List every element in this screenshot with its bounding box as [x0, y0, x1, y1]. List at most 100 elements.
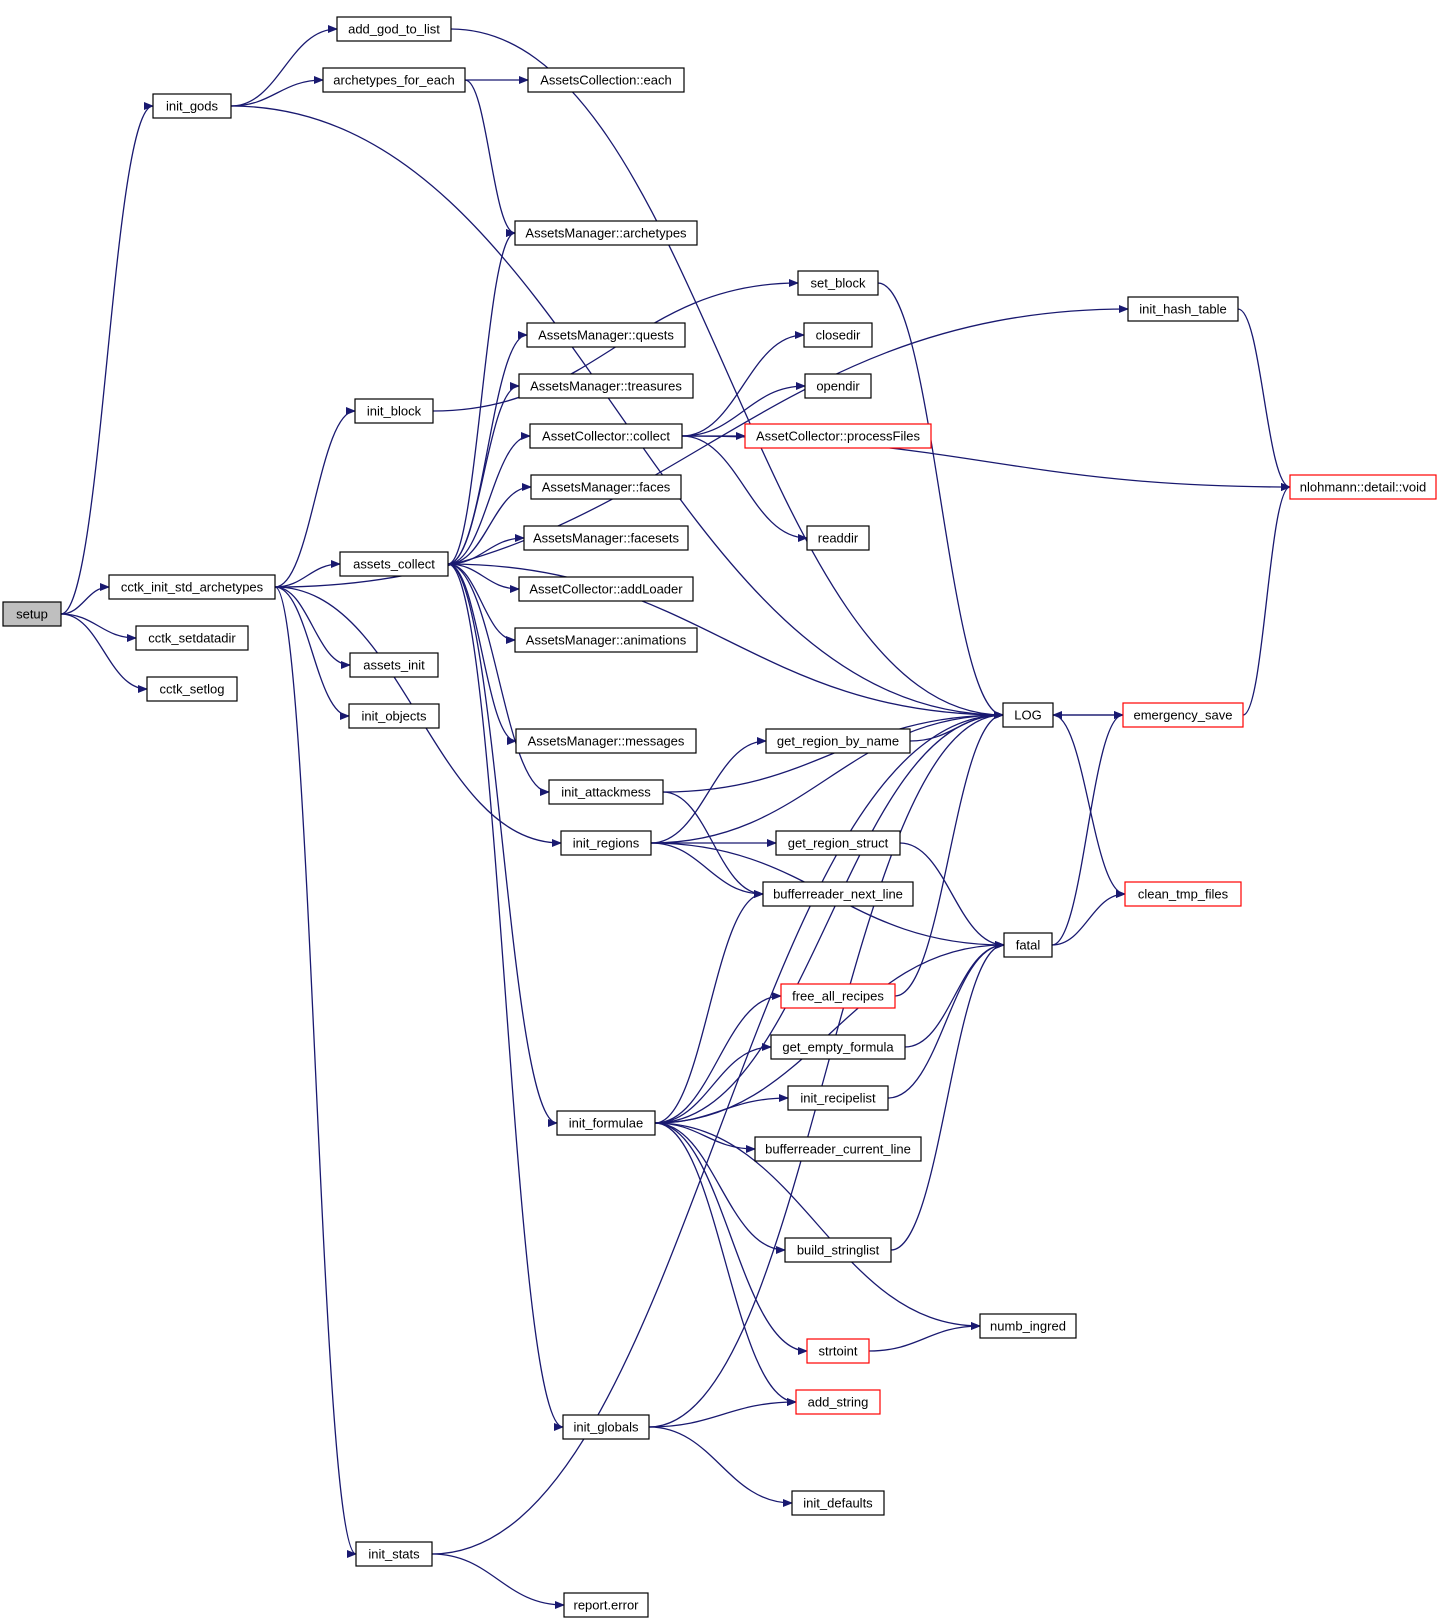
node-box: [787, 1085, 889, 1111]
node-readdir[interactable]: readdir: [806, 525, 870, 551]
node-assets-init[interactable]: assets_init: [349, 652, 439, 678]
node-init-attackmess[interactable]: init_attackmess: [548, 779, 664, 805]
node-label: get_region_by_name: [777, 734, 899, 749]
edge-setup-to-init_gods: [60, 102, 154, 615]
node-emergency-save[interactable]: emergency_save: [1122, 702, 1244, 728]
node-assetsmanager-archetypes[interactable]: AssetsManager::archetypes: [514, 220, 698, 246]
node-box: [770, 1034, 906, 1060]
node-box: [806, 525, 870, 551]
node-assetcollector-addloader[interactable]: AssetCollector::addLoader: [518, 576, 694, 602]
node-get-region-struct[interactable]: get_region_struct: [775, 830, 901, 856]
edge-AssetCollector_collect-to-opendir: [681, 382, 806, 437]
node-label: assets_collect: [353, 557, 435, 572]
node-box: [336, 16, 452, 42]
node-box: [556, 1110, 656, 1136]
node-label: AssetsManager::faces: [542, 480, 671, 495]
node-box: [563, 1592, 649, 1618]
node-cctk-init-std-archetypes[interactable]: cctk_init_std_archetypes: [108, 574, 276, 600]
node-box: [514, 627, 698, 653]
edge-init_regions-to-LOG: [650, 711, 1004, 844]
node-box: [1124, 881, 1242, 907]
node-init-block[interactable]: init_block: [354, 398, 434, 424]
node-label: numb_ingred: [990, 1319, 1066, 1334]
node-box: [806, 1338, 870, 1364]
node-build-stringlist[interactable]: build_stringlist: [784, 1237, 892, 1263]
node-assets-collect[interactable]: assets_collect: [339, 551, 449, 577]
node-box: [523, 525, 689, 551]
node-init-stats[interactable]: init_stats: [355, 1541, 433, 1567]
node-nlohmann-detail-void[interactable]: nlohmann::detail::void: [1289, 474, 1437, 500]
node-label: AssetsManager::treasures: [530, 379, 682, 394]
node-box: [354, 398, 434, 424]
node-set-block[interactable]: set_block: [797, 270, 879, 296]
node-assetscollection-each[interactable]: AssetsCollection::each: [527, 67, 685, 93]
edge-assets_collect-to-AssetsManager_faces: [447, 483, 532, 565]
node-get-empty-formula[interactable]: get_empty_formula: [770, 1034, 906, 1060]
node-label: init_stats: [368, 1547, 420, 1562]
node-strtoint[interactable]: strtoint: [806, 1338, 870, 1364]
node-box: [515, 728, 697, 754]
node-assetsmanager-faces[interactable]: AssetsManager::faces: [530, 474, 682, 500]
nodes-layer: setup init_gods cctk_init_std_archetypescc…: [2, 16, 1437, 1618]
node-add-string[interactable]: add_string: [795, 1389, 881, 1415]
node-assetsmanager-facesets[interactable]: AssetsManager::facesets: [523, 525, 689, 551]
edge-init_formulae-to-LOG: [654, 711, 1004, 1124]
node-box: [762, 881, 914, 907]
edge-cctk_init_std_archetypes-to-assets_init: [274, 586, 351, 669]
node-init-defaults[interactable]: init_defaults: [791, 1490, 885, 1516]
node-add-god-to-list[interactable]: add_god_to_list: [336, 16, 452, 42]
edge-init_hash_table-to-nlohmann_detail_void: [1237, 308, 1291, 491]
node-label: nlohmann::detail::void: [1300, 480, 1426, 495]
node-box: [1289, 474, 1437, 500]
node-archetypes-for-each[interactable]: archetypes_for_each: [322, 67, 466, 93]
node-assetcollector-processfiles[interactable]: AssetCollector::processFiles: [744, 423, 932, 449]
node-init-recipelist[interactable]: init_recipelist: [787, 1085, 889, 1111]
node-init-objects[interactable]: init_objects: [348, 703, 440, 729]
node-label: strtoint: [818, 1344, 857, 1359]
node-label: get_empty_formula: [782, 1040, 894, 1055]
edge-init_stats-to-LOG: [431, 711, 1004, 1555]
node-assetsmanager-animations[interactable]: AssetsManager::animations: [514, 627, 698, 653]
edge-cctk_init_std_archetypes-to-init_stats: [274, 586, 357, 1558]
node-init-globals[interactable]: init_globals: [562, 1414, 650, 1440]
node-label: add_god_to_list: [348, 22, 440, 37]
node-cctk-setdatadir[interactable]: cctk_setdatadir: [135, 625, 249, 651]
node-assetsmanager-quests[interactable]: AssetsManager::quests: [526, 322, 686, 348]
node-get-region-by-name[interactable]: get_region_by_name: [765, 728, 911, 754]
node-box: [804, 373, 872, 399]
node-free-all-recipes[interactable]: free_all_recipes: [780, 983, 896, 1009]
node-numb-ingred[interactable]: numb_ingred: [979, 1313, 1077, 1339]
edge-archetypes_for_each-to-AssetsManager_archetypes: [464, 79, 516, 237]
node-bufferreader-next-line[interactable]: bufferreader_next_line: [762, 881, 914, 907]
node-clean-tmp-files[interactable]: clean_tmp_files: [1124, 881, 1242, 907]
node-init-formulae[interactable]: init_formulae: [556, 1110, 656, 1136]
node-assetsmanager-treasures[interactable]: AssetsManager::treasures: [518, 373, 694, 399]
node-setup[interactable]: setup: [2, 601, 62, 627]
node-init-hash-table[interactable]: init_hash_table: [1127, 296, 1239, 322]
edge-init_formulae-to-get_empty_formula: [654, 1043, 772, 1124]
node-box: [348, 703, 440, 729]
node-report-error[interactable]: report.error: [563, 1592, 649, 1618]
node-assetcollector-collect[interactable]: AssetCollector::collect: [529, 423, 683, 449]
edge-assets_collect-to-init_formulae: [447, 563, 558, 1127]
node-box: [146, 676, 238, 702]
edge-AssetCollector_collect-to-closedir: [681, 331, 805, 437]
node-assetsmanager-messages[interactable]: AssetsManager::messages: [515, 728, 697, 754]
node-init-gods[interactable]: init_gods: [152, 93, 232, 119]
node-label: AssetCollector::processFiles: [756, 429, 920, 444]
node-closedir[interactable]: closedir: [803, 322, 873, 348]
node-init-regions[interactable]: init_regions: [560, 830, 652, 856]
edge-setup-to-cctk_setlog: [60, 613, 148, 693]
node-label: opendir: [816, 379, 860, 394]
node-log[interactable]: LOG: [1002, 702, 1054, 728]
edge-init_regions-to-bufferreader_next_line: [650, 842, 764, 898]
edge-strtoint-to-numb_ingred: [868, 1322, 981, 1352]
node-label: bufferreader_current_line: [765, 1142, 911, 1157]
node-fatal[interactable]: fatal: [1003, 932, 1053, 958]
node-bufferreader-current-line[interactable]: bufferreader_current_line: [754, 1136, 922, 1162]
edge-assets_collect-to-AssetsManager_treasures: [447, 382, 520, 565]
node-opendir[interactable]: opendir: [804, 373, 872, 399]
node-label: closedir: [816, 328, 861, 343]
node-box: [784, 1237, 892, 1263]
node-cctk-setlog[interactable]: cctk_setlog: [146, 676, 238, 702]
